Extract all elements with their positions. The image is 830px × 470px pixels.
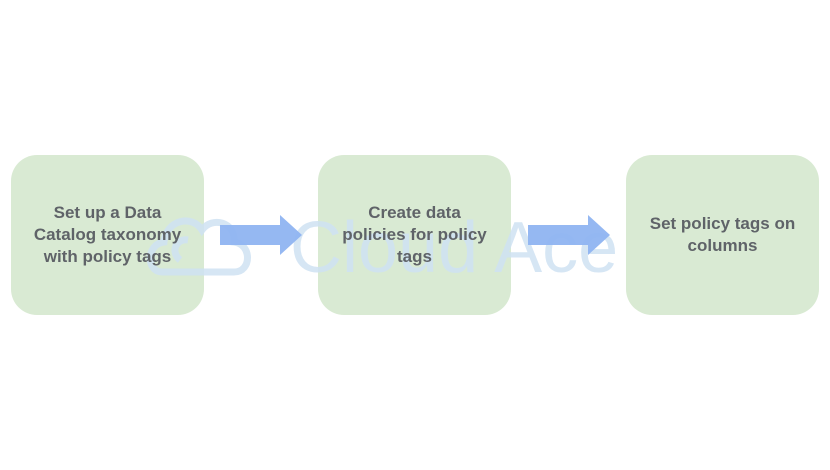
step-2-label: Create data policies for policy tags bbox=[342, 203, 487, 266]
step-box-3: Set policy tags on columns bbox=[626, 155, 819, 315]
step-box-1: Set up a Data Catalog taxonomy with poli… bbox=[11, 155, 204, 315]
arrow-right-icon bbox=[220, 215, 302, 255]
step-1-label: Set up a Data Catalog taxonomy with poli… bbox=[33, 203, 182, 266]
step-3-label: Set policy tags on columns bbox=[649, 214, 796, 255]
arrow-right-icon bbox=[528, 215, 610, 255]
step-box-2: Create data policies for policy tags bbox=[318, 155, 511, 315]
